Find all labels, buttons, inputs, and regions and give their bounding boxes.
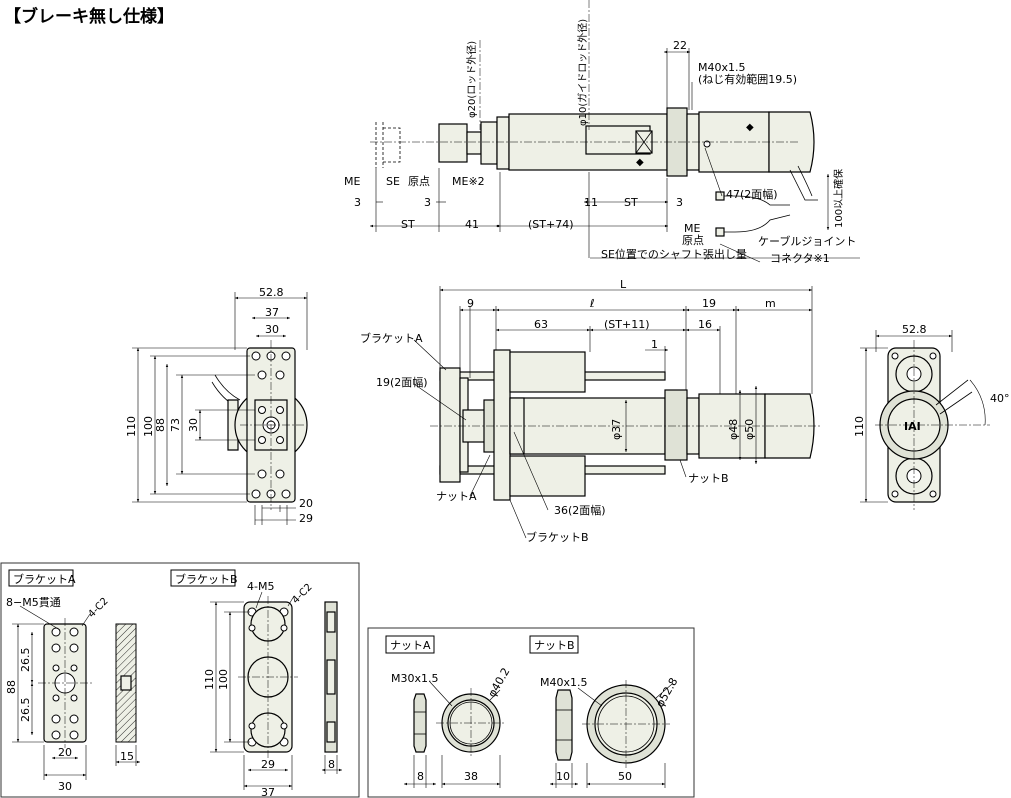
- bracket-a-265-top: 26.5: [19, 648, 32, 673]
- side-bracket-a: [439, 367, 461, 483]
- dim-st74: (ST+74): [528, 218, 574, 231]
- bracket-a-title: ブラケットA: [13, 572, 76, 586]
- dim-st-right: ST: [624, 196, 638, 209]
- front-b20: 20: [299, 497, 313, 510]
- side-bracket-a-label: ブラケットA: [360, 331, 423, 345]
- dim-st-left: ST: [401, 218, 415, 231]
- right-view: IAI 52.8 110 40°: [853, 323, 1010, 510]
- front-h110: 110: [125, 416, 138, 437]
- side-view: L 9 ℓ 19 m 63 (ST+11) 16 1 ブラケットA 19(2面幅…: [360, 278, 820, 544]
- front-w528: 52.8: [259, 286, 284, 299]
- nut-a-side: [413, 693, 427, 753]
- nuts-panel: ナットA ナットB M30x1.5 φ40.2 8 38: [367, 627, 695, 798]
- front-view: 52.8 37 30 110 100 88 73 30 20 29: [125, 286, 313, 525]
- side-ell: ℓ: [589, 297, 595, 310]
- bracket-b-37: 37: [261, 786, 275, 798]
- side-nut-a-label: ナットA: [436, 490, 477, 503]
- nut-b-dia: φ52.8: [653, 676, 680, 710]
- bracket-b-29: 29: [261, 758, 275, 771]
- nut-b-title: ナットB: [534, 639, 575, 652]
- side-d19: 19: [702, 297, 716, 310]
- me2-label: ME※2: [452, 175, 485, 188]
- bracket-b-holes: 4-M5: [247, 580, 274, 593]
- bracket-a-chamfer: 4-C2: [86, 596, 110, 620]
- me-left-label: ME: [344, 175, 360, 188]
- side-bracket-b-label: ブラケットB: [526, 530, 589, 544]
- side-d16: 16: [698, 318, 712, 331]
- side-d63: 63: [534, 318, 548, 331]
- bracket-a-holes: 8−M5貫通: [6, 596, 61, 609]
- side-L: L: [620, 278, 627, 291]
- nut-a-thread: M30x1.5: [391, 672, 439, 685]
- flats-47: 47(2面幅): [726, 188, 778, 201]
- side-nut-b: [664, 389, 688, 461]
- se-label: SE: [386, 175, 400, 188]
- bracket-a-h88: 88: [5, 680, 18, 694]
- brackets-panel: ブラケットA ブラケットB 8−M5貫通 4-C2 88: [0, 562, 360, 798]
- right-h110: 110: [853, 416, 866, 437]
- page-title: 【ブレーキ無し仕様】: [4, 6, 174, 27]
- dim-41: 41: [465, 218, 479, 231]
- bracket-b-100: 100: [217, 669, 230, 690]
- front-b29: 29: [299, 512, 313, 525]
- thread-range: (ねじ有効範囲19.5): [698, 72, 797, 86]
- connector-label: コネクタ※1: [770, 252, 830, 265]
- bracket-b-110: 110: [203, 669, 216, 690]
- svg-text:◆: ◆: [746, 122, 754, 133]
- dim-3-mid: 3: [424, 196, 431, 209]
- min-100-label: 100以上確保: [832, 169, 845, 228]
- front-h30: 30: [187, 418, 200, 432]
- front-h100: 100: [142, 416, 155, 437]
- top-view: ◆ ◆ φ20(ロッド外径) φ10(ガイドロッド外径) 22: [344, 0, 860, 265]
- bracket-b-chamfer: 4-C2: [290, 582, 314, 606]
- side-flats36: 36(2面幅): [554, 504, 606, 517]
- bracket-b-8: 8: [328, 758, 335, 771]
- nut-a-38: 38: [464, 770, 478, 783]
- side-dia48: φ48: [727, 419, 740, 440]
- origin-right-label: 原点: [682, 234, 704, 247]
- cable-joint-label: ケーブルジョイント: [758, 234, 856, 248]
- origin-label: 原点: [408, 175, 430, 188]
- thread-m40: M40x1.5: [698, 61, 746, 74]
- side-bracket-b: [493, 349, 511, 501]
- bracket-b-title: ブラケットB: [175, 572, 238, 586]
- rod-dia-label: φ20(ロッド外径): [465, 41, 478, 118]
- right-angle: 40°: [990, 392, 1010, 405]
- front-w30: 30: [265, 323, 279, 336]
- bracket-a-15: 15: [120, 750, 134, 763]
- dim-3-right: 3: [676, 196, 683, 209]
- side-dia37: φ37: [610, 419, 623, 440]
- front-w37: 37: [265, 306, 279, 319]
- se-shaft-label: SE位置でのシャフト張出し量: [601, 247, 747, 261]
- me-right-label: ME: [684, 222, 700, 235]
- side-dia50: φ50: [743, 419, 756, 440]
- nut-a-dia: φ40.2: [485, 666, 512, 700]
- front-h73: 73: [169, 418, 182, 432]
- nut-a-title: ナットA: [390, 639, 431, 652]
- side-m: m: [765, 297, 776, 310]
- dim-3-left: 3: [354, 196, 361, 209]
- right-w528: 52.8: [902, 323, 927, 336]
- nut-b-side: [555, 689, 573, 761]
- rod-end: [438, 123, 468, 163]
- nut-a-8: 8: [417, 770, 424, 783]
- side-flats19: 19(2面幅): [376, 376, 428, 389]
- side-st11: (ST+11): [604, 318, 650, 331]
- bracket-a-30: 30: [58, 780, 72, 793]
- iai-logo: IAI: [904, 420, 921, 433]
- nut-b-thread: M40x1.5: [540, 676, 588, 689]
- nut-b-50: 50: [618, 770, 632, 783]
- svg-text:◆: ◆: [636, 157, 644, 168]
- side-nut-b-label: ナットB: [688, 472, 729, 485]
- dim-22: 22: [673, 39, 687, 52]
- side-d1: 1: [651, 338, 658, 351]
- front-h88: 88: [154, 418, 167, 432]
- dim-11: 11: [584, 196, 598, 209]
- guide-dia-label: φ10(ガイドロッド外径): [576, 19, 589, 126]
- side-d9: 9: [467, 297, 474, 310]
- bracket-a-265-bot: 26.5: [19, 698, 32, 723]
- nut-b-10: 10: [556, 770, 570, 783]
- bracket-a-20: 20: [58, 746, 72, 759]
